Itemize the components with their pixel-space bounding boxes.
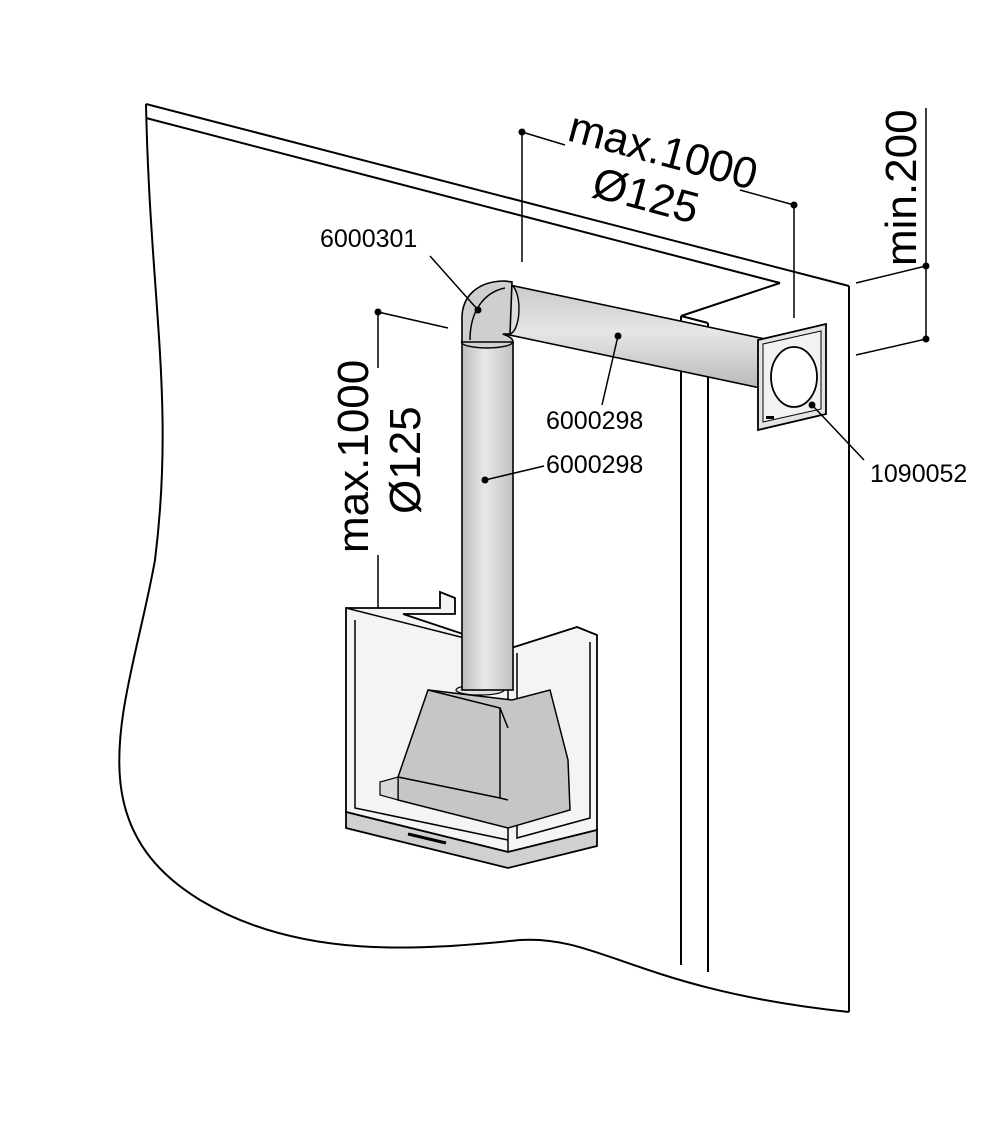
cabinet-base: [345, 810, 598, 869]
wall-top-edge: [145, 103, 850, 287]
elbow-part-number: 6000301: [320, 225, 417, 253]
horizontal-pipe-part-number: 6000298: [546, 407, 643, 435]
wall-top-inner-edge: [145, 117, 781, 284]
hood-body: [397, 689, 571, 829]
wall-break-line: [118, 103, 850, 1013]
vertical-length-label: max.1000: [329, 360, 378, 553]
horizontal-dimension: max.1000 Ø125: [518, 102, 798, 318]
elbow-fitting: [461, 280, 514, 343]
column-top-return: [680, 315, 709, 324]
wall: [118, 103, 850, 1013]
vertical-pipe-part-number: 6000298: [546, 451, 643, 479]
clearance-dimension: min.200: [855, 108, 930, 356]
part-callouts: 6000301 6000298 6000298 1090052: [320, 225, 967, 488]
vertical-diameter-label: Ø125: [381, 406, 430, 514]
clearance-label: min.200: [877, 109, 926, 266]
vertical-pipe: [460, 335, 514, 691]
column-top-edge: [680, 282, 781, 317]
wall-outlet: [757, 322, 827, 432]
wall-outlet-part-number: 1090052: [870, 460, 967, 488]
